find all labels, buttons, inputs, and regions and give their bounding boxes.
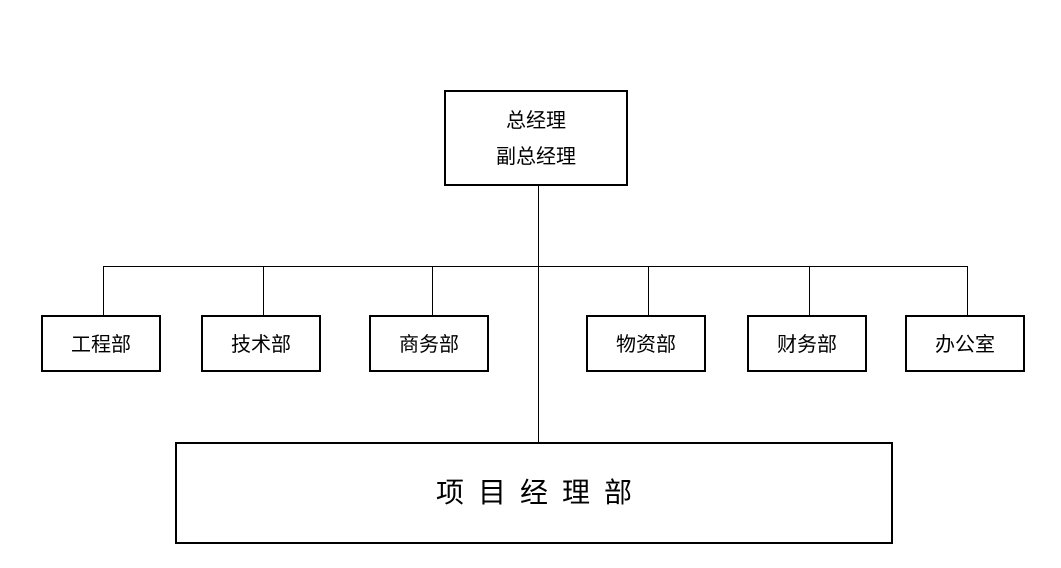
dept-label: 办公室: [935, 331, 995, 356]
dept-node-finance: 财务部: [747, 315, 867, 372]
dept-label: 物资部: [616, 331, 676, 356]
dept-connector: [263, 266, 264, 315]
dept-label: 财务部: [777, 331, 837, 356]
dept-node-technology: 技术部: [201, 315, 321, 372]
general-manager-node: 总经理 副总经理: [444, 90, 628, 186]
branch-connector: [103, 266, 968, 267]
dept-label: 商务部: [399, 331, 459, 356]
dept-node-business: 商务部: [369, 315, 489, 372]
general-manager-label: 总经理: [506, 108, 566, 132]
deputy-general-manager-label: 副总经理: [496, 144, 576, 168]
dept-node-engineering: 工程部: [41, 315, 161, 372]
dept-connector: [967, 266, 968, 315]
dept-label: 技术部: [231, 331, 291, 356]
project-manager-dept-node: 项目经理部: [175, 442, 893, 544]
project-manager-dept-label: 项目经理部: [435, 476, 646, 509]
dept-label: 工程部: [71, 331, 131, 356]
dept-connector: [809, 266, 810, 315]
dept-connector: [432, 266, 433, 315]
dept-connector: [103, 266, 104, 315]
dept-connector: [648, 266, 649, 315]
dept-node-materials: 物资部: [586, 315, 706, 372]
dept-node-office: 办公室: [905, 315, 1025, 372]
trunk-connector: [538, 186, 539, 442]
